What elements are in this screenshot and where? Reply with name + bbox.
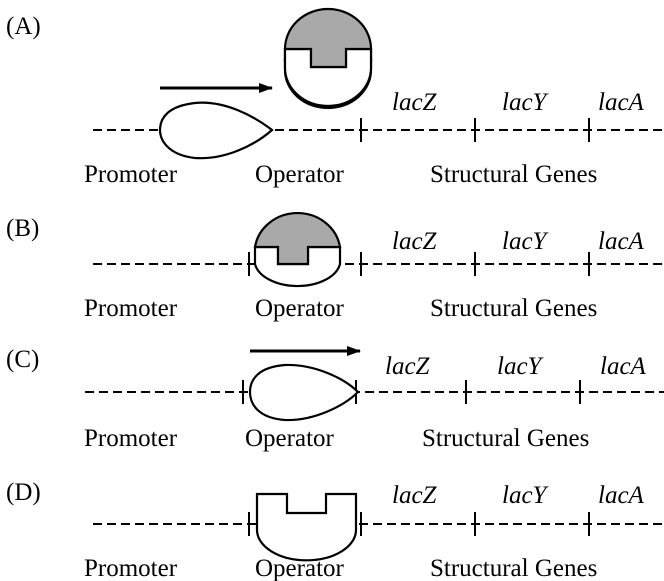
structural-genes-label: Structural Genes — [430, 555, 597, 581]
structural-genes-label: Structural Genes — [422, 425, 589, 452]
structural-genes-label: Structural Genes — [430, 161, 597, 188]
gene-laca: lacA — [598, 89, 645, 116]
bound-repressor — [253, 212, 342, 266]
panel-b-label: (B) — [6, 215, 39, 242]
gene-lacy: lacY — [502, 89, 550, 116]
operator-site — [255, 492, 358, 562]
panel-a: (A) lacZ lacY lacA Promoter Operator Str… — [6, 7, 664, 188]
promoter-label: Promoter — [84, 295, 178, 322]
rna-polymerase — [248, 363, 360, 422]
gene-lacy: lacY — [502, 228, 550, 255]
promoter-label: Promoter — [84, 555, 178, 581]
operator-site — [253, 245, 342, 288]
operator-label: Operator — [255, 295, 345, 322]
gene-lacz: lacZ — [385, 353, 431, 380]
panel-b: (B) lacZ lacY lacA Promoter Operator Str… — [6, 212, 664, 322]
operator-label: Operator — [255, 555, 345, 581]
gene-lacz: lacZ — [392, 228, 438, 255]
panel-c-label: (C) — [6, 346, 39, 373]
gene-lacy: lacY — [497, 353, 545, 380]
structural-genes-label: Structural Genes — [430, 295, 597, 322]
repressor-head — [283, 7, 373, 69]
rna-polymerase — [158, 101, 274, 160]
gene-lacz: lacZ — [392, 89, 438, 116]
operator-label: Operator — [245, 425, 335, 452]
gene-lacz: lacZ — [392, 482, 438, 509]
gene-laca: lacA — [600, 353, 647, 380]
promoter-label: Promoter — [84, 425, 178, 452]
gene-lacy: lacY — [502, 482, 550, 509]
panel-c: (C) lacZ lacY lacA Promoter Operator Str… — [6, 346, 664, 452]
panel-d-label: (D) — [6, 479, 41, 506]
gene-laca: lacA — [598, 228, 645, 255]
panel-d: (D) lacZ lacY lacA Promoter Operator Str… — [6, 479, 664, 581]
operator-label: Operator — [255, 161, 345, 188]
panel-a-label: (A) — [6, 13, 41, 40]
repressor-inducer-bound — [283, 47, 373, 108]
promoter-label: Promoter — [84, 161, 178, 188]
gene-laca: lacA — [598, 482, 645, 509]
